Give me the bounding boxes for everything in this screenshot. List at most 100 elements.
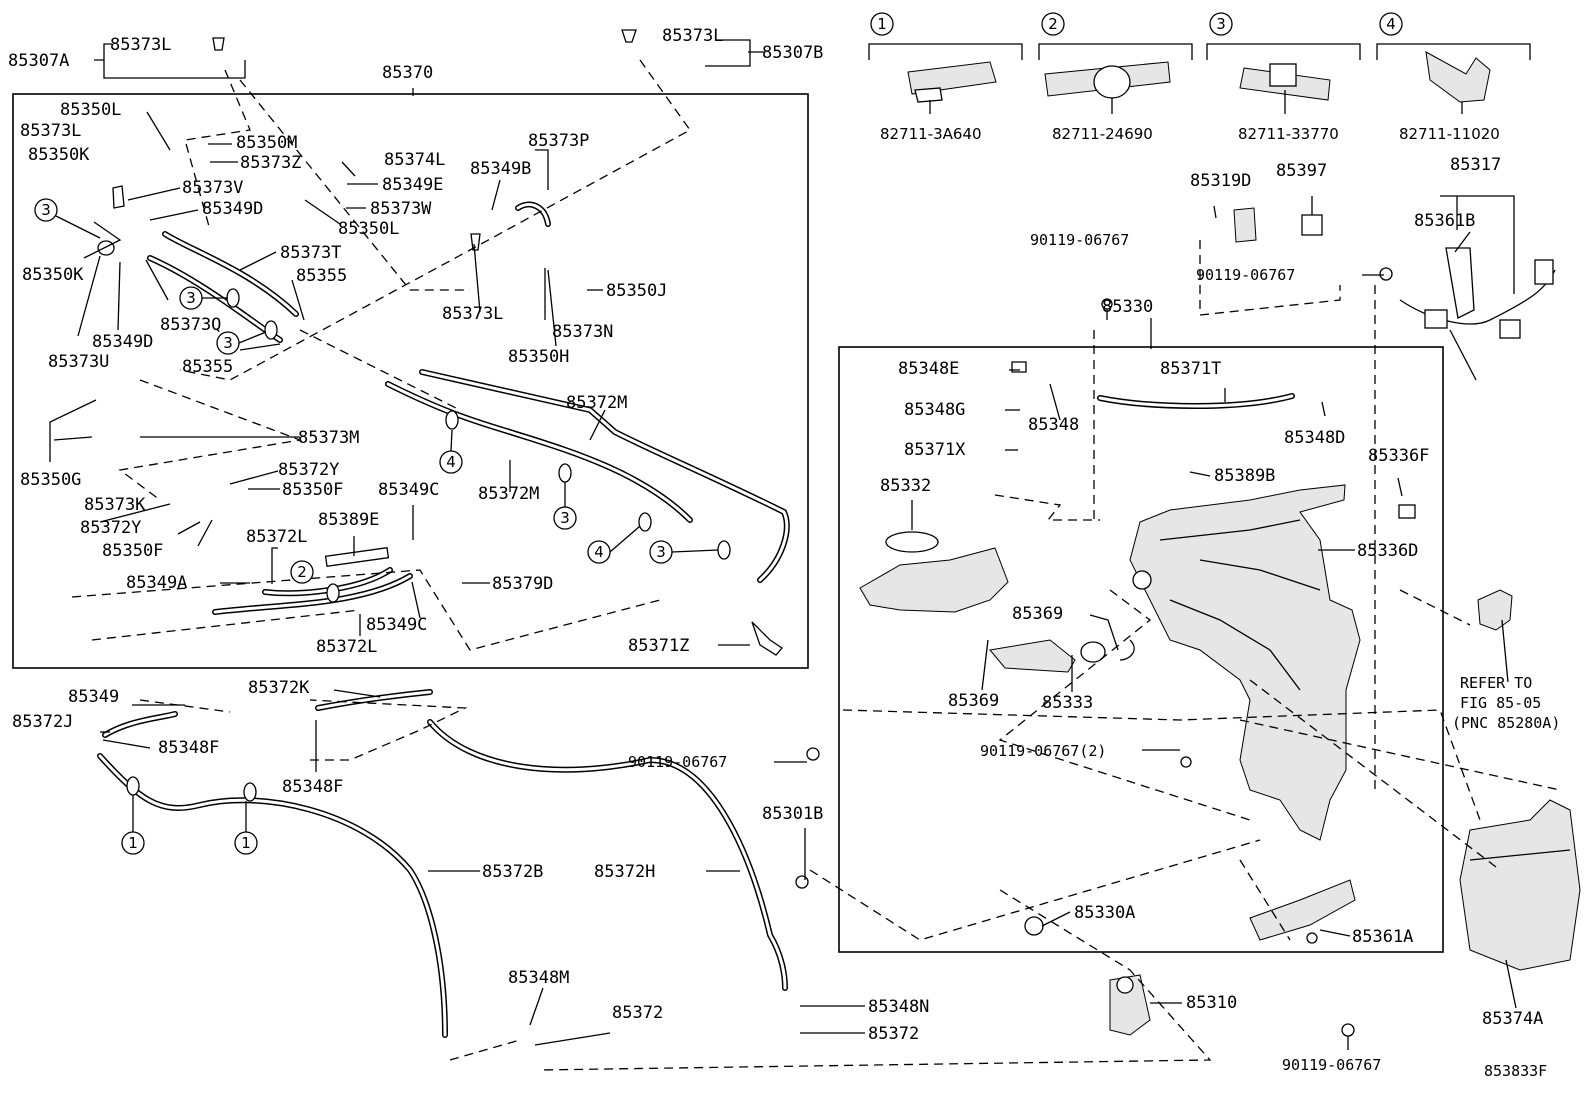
part-label: 85350L	[338, 219, 399, 239]
group-part-number: 82711-33770	[1238, 125, 1339, 143]
hose-assembly-frame	[12, 93, 809, 669]
part-label: 85349	[68, 687, 119, 707]
callout-circle	[290, 560, 314, 584]
part-label: 90119-06767	[1196, 266, 1295, 284]
part-label: 85348D	[1284, 428, 1345, 448]
part-label: 85372Y	[80, 518, 141, 538]
part-label: 85373V	[182, 178, 243, 198]
part-label: 90119-06767	[1030, 231, 1129, 249]
part-label: 90119-06767(2)	[980, 742, 1106, 760]
part-label: 85373K	[84, 495, 146, 515]
callout-circle	[1041, 12, 1065, 36]
part-label: 85373N	[552, 322, 613, 342]
part-label: 85355	[182, 357, 233, 377]
callout-number: 3	[1216, 15, 1226, 33]
part-label: 85349C	[366, 615, 427, 635]
callout-number: 4	[1386, 15, 1396, 33]
part-label: 85307B	[762, 43, 823, 63]
reference-note-line: (PNC 85280A)	[1452, 714, 1560, 732]
part-label: 85372L	[316, 637, 377, 657]
group-part-number: 82711-3A640	[880, 125, 982, 143]
assembly-dashed-lines	[71, 59, 1561, 1071]
part-label: 85372	[612, 1003, 663, 1023]
part-label: 85373P	[528, 131, 589, 151]
part-label: 85397	[1276, 161, 1327, 181]
washer-hoses	[97, 29, 1318, 1038]
callout-number: 2	[297, 563, 307, 581]
figure-code: 853833F	[1484, 1062, 1547, 1080]
callout-number: 3	[656, 543, 666, 561]
part-label: 85389E	[318, 510, 379, 530]
callout-circles: 1 2 3 4 3 3 3 4 3 4 3 2 1 1	[34, 12, 1403, 855]
part-label: 85310	[1186, 993, 1237, 1013]
callout-circle	[34, 198, 58, 222]
washer-tank-frame	[838, 346, 1444, 953]
part-label: 85373L	[110, 35, 171, 55]
part-label: 85369	[1012, 604, 1063, 624]
part-label: 85350J	[606, 281, 667, 301]
part-label: 85372	[868, 1024, 919, 1044]
part-label: 85371T	[1160, 359, 1221, 379]
callout-circle	[1209, 12, 1233, 36]
part-label: 85350G	[20, 470, 81, 490]
part-label: 85350M	[236, 133, 297, 153]
callout-number: 3	[560, 509, 570, 527]
part-label: 85350L	[60, 100, 121, 120]
leader-lines	[49, 39, 1517, 1050]
part-label: 85371Z	[628, 636, 689, 656]
part-label: 85379D	[492, 574, 553, 594]
part-label: 85373M	[298, 428, 359, 448]
part-label: 85361B	[1414, 211, 1475, 231]
part-label: 85372M	[566, 393, 627, 413]
part-label: 85372H	[594, 862, 655, 882]
part-label: 85332	[880, 476, 931, 496]
callout-number: 4	[594, 543, 604, 561]
part-label: 85374L	[384, 150, 445, 170]
part-label: 85372Y	[278, 460, 339, 480]
callout-number: 2	[1048, 15, 1058, 33]
part-label: 85350F	[102, 541, 163, 561]
callout-number: 3	[223, 334, 233, 352]
group-part-number: 82711-11020	[1399, 125, 1500, 143]
part-label: 85348	[1028, 415, 1079, 435]
part-label: 85369	[948, 691, 999, 711]
part-label: 85372J	[12, 712, 73, 732]
part-label: 85348N	[868, 997, 929, 1017]
part-label: 85348E	[898, 359, 959, 379]
part-label: 85350K	[28, 145, 90, 165]
part-label: 85373Z	[240, 153, 301, 173]
part-label: 85336F	[1368, 446, 1429, 466]
callout-number: 1	[128, 834, 138, 852]
callout-number: 3	[41, 201, 51, 219]
part-label: 85371X	[904, 440, 966, 460]
part-label: 85373L	[662, 26, 723, 46]
part-label: 85349D	[202, 199, 263, 219]
callout-number: 3	[186, 289, 196, 307]
part-label: 85319D	[1190, 171, 1251, 191]
part-label: 85350F	[282, 480, 343, 500]
washer-tank	[795, 207, 1581, 1037]
part-label: 85348F	[158, 738, 219, 758]
part-label: 85301B	[762, 804, 823, 824]
part-label: 85372B	[482, 862, 543, 882]
part-label: 85330A	[1074, 903, 1135, 923]
part-label: 85349A	[126, 573, 187, 593]
part-label: 85349E	[382, 175, 443, 195]
part-label: 85373U	[48, 352, 109, 372]
callout-number: 1	[877, 15, 887, 33]
part-label: 85333	[1042, 693, 1093, 713]
part-label: 85349B	[470, 159, 531, 179]
part-label: 85349D	[92, 332, 153, 352]
part-label: 85372L	[246, 527, 307, 547]
part-label: 85373L	[442, 304, 503, 324]
callout-group-brackets	[868, 43, 1531, 114]
part-label: 85373L	[20, 121, 81, 141]
part-label: 85355	[296, 266, 347, 286]
part-label: 85372K	[248, 678, 310, 698]
part-label: 85348M	[508, 968, 569, 988]
callout-number: 4	[446, 453, 456, 471]
part-label: 85350K	[22, 265, 84, 285]
part-label: 85389B	[1214, 466, 1275, 486]
part-label: 85348F	[282, 777, 343, 797]
reference-note-line: FIG 85-05	[1460, 694, 1541, 712]
